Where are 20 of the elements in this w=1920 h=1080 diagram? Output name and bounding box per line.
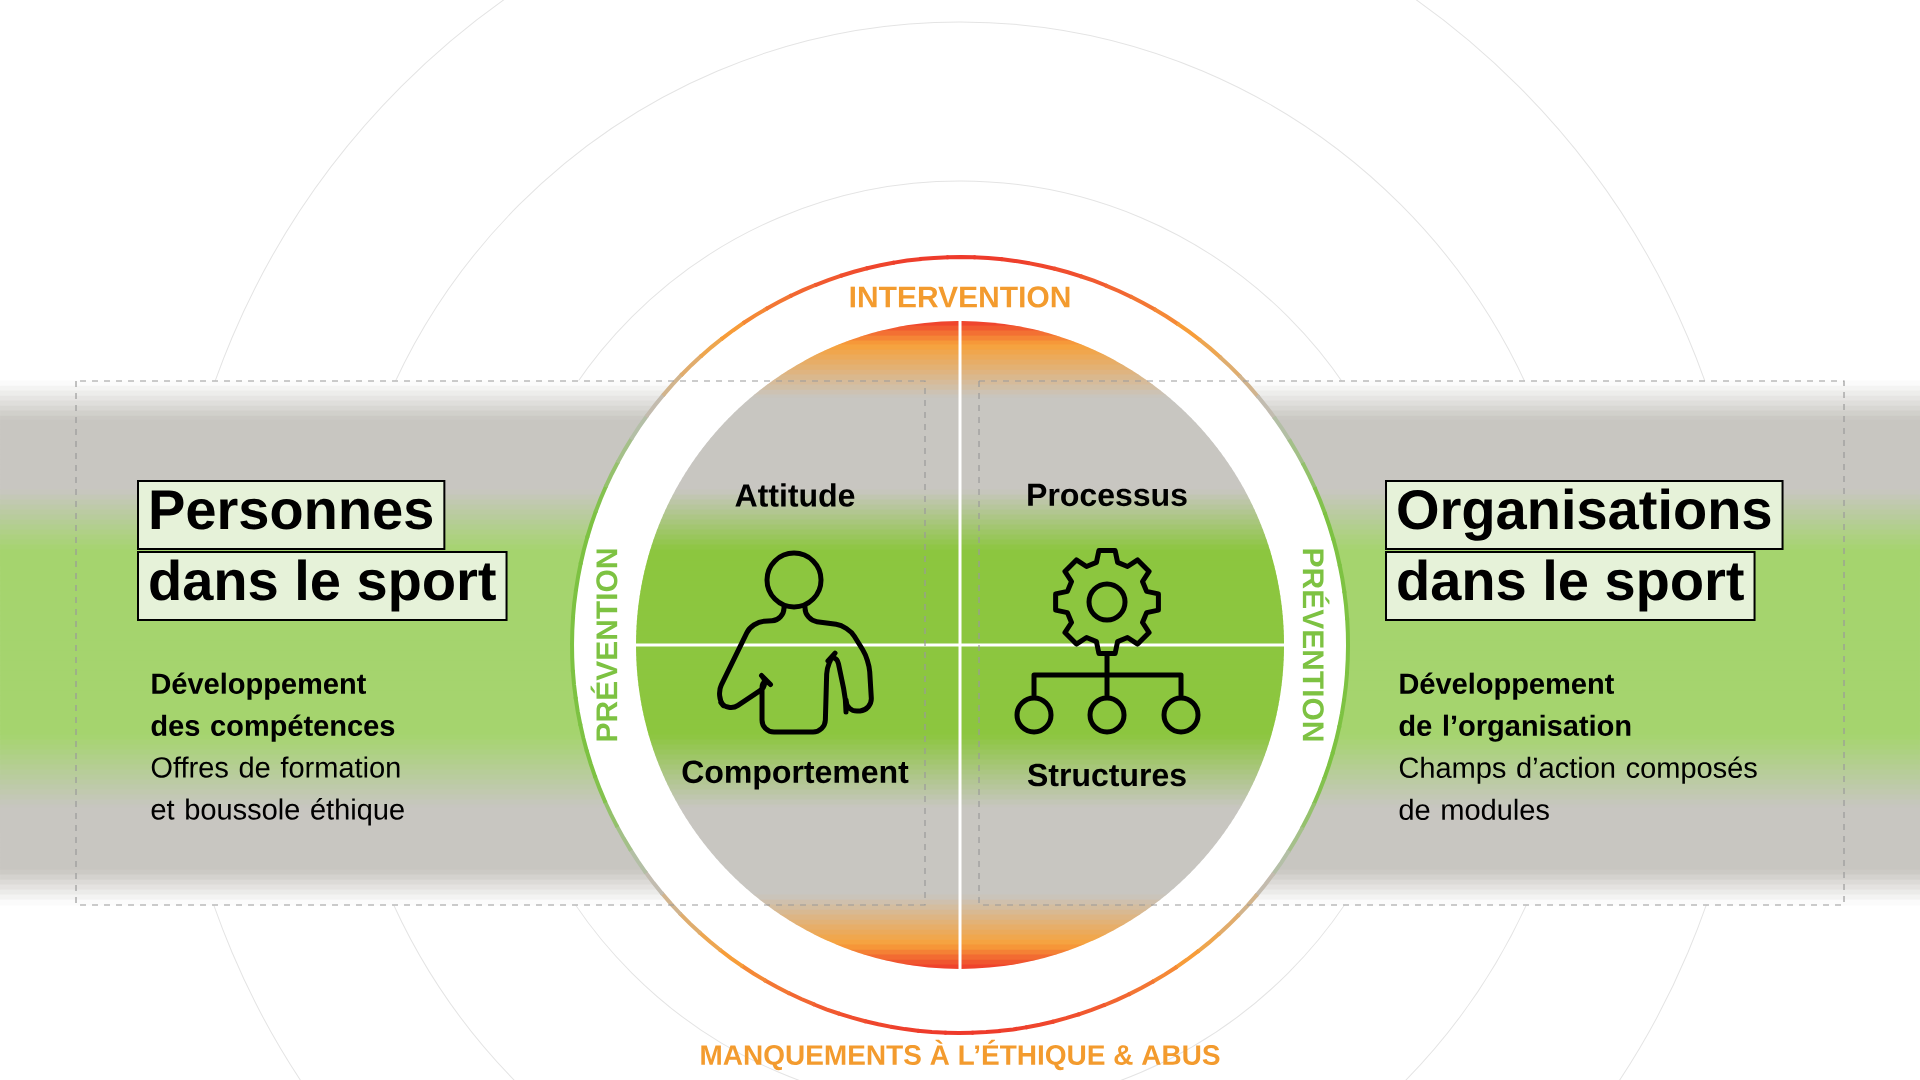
- title-box: dans le sport: [1385, 551, 1756, 621]
- ring-label: PRÉVENTION: [1302, 549, 1330, 741]
- node-label: Attitude: [735, 483, 855, 507]
- description-text: Champs d’action composés de modules: [1399, 756, 1757, 821]
- title-box: dans le sport: [137, 551, 508, 621]
- ring-label: PRÉVENTION: [590, 549, 618, 741]
- node-label: Processus: [1028, 483, 1187, 507]
- ring-label: MANQUEMENTS À L’ÉTHIQUE & ABUS: [701, 1039, 1220, 1071]
- quadrant: Processus: [960, 321, 1284, 645]
- title-box: Organisations: [1385, 480, 1784, 550]
- subheading: Développement des compétences: [151, 672, 395, 742]
- description-text: Offres de formation et boussole éthique: [151, 756, 404, 826]
- ring-label: INTERVENTION: [850, 286, 1070, 308]
- quadrant: Structures: [960, 645, 1284, 969]
- title-box: Personnes: [137, 480, 446, 550]
- subheading: Développement de l’organisation: [1399, 672, 1631, 742]
- node-label: Comportement: [682, 760, 909, 790]
- node-label: Structures: [1027, 763, 1186, 787]
- quadrant: Attitude: [636, 321, 960, 645]
- quadrant: Comportement: [636, 645, 960, 969]
